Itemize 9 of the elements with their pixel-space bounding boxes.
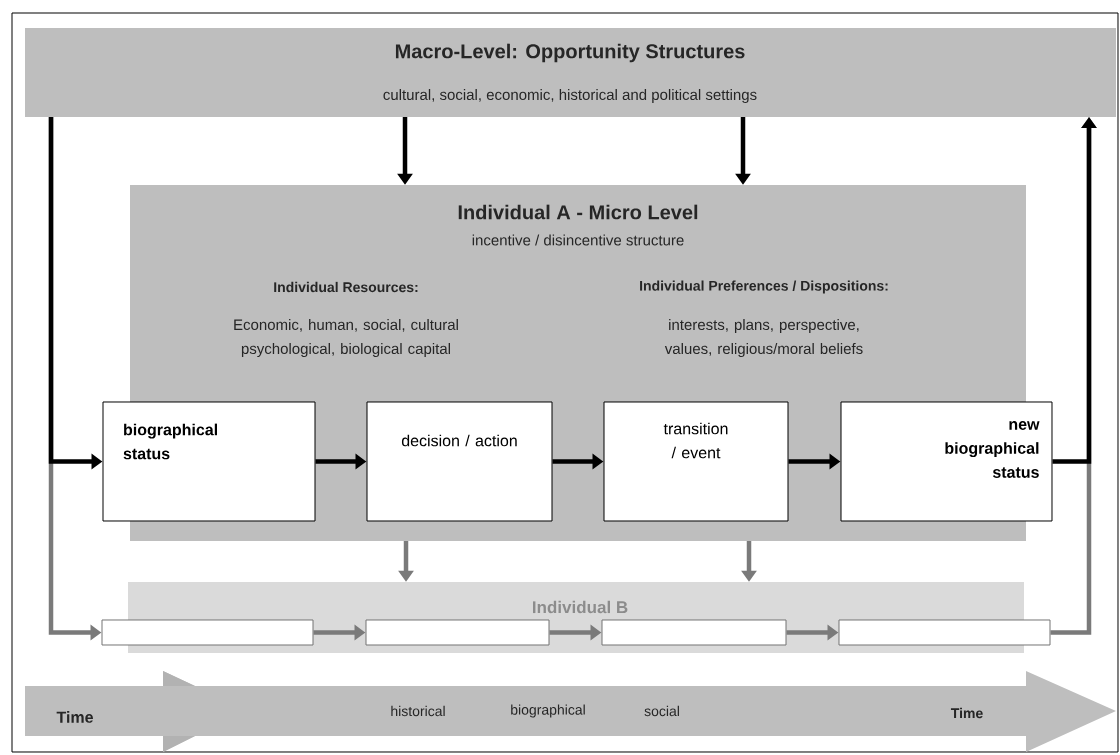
status-box: biographical status [102, 401, 316, 522]
status-box: new biographical status [840, 401, 1053, 522]
process-box: decision / action [366, 401, 553, 522]
empty-box [365, 619, 550, 646]
empty-box [101, 619, 314, 646]
macro-level-band: Macro-Level: Opportunity Structures cultural, social, economic, historical and political settings [25, 28, 1116, 117]
process-box: transition / event [603, 401, 789, 522]
empty-box [838, 619, 1051, 646]
empty-box [601, 619, 787, 646]
